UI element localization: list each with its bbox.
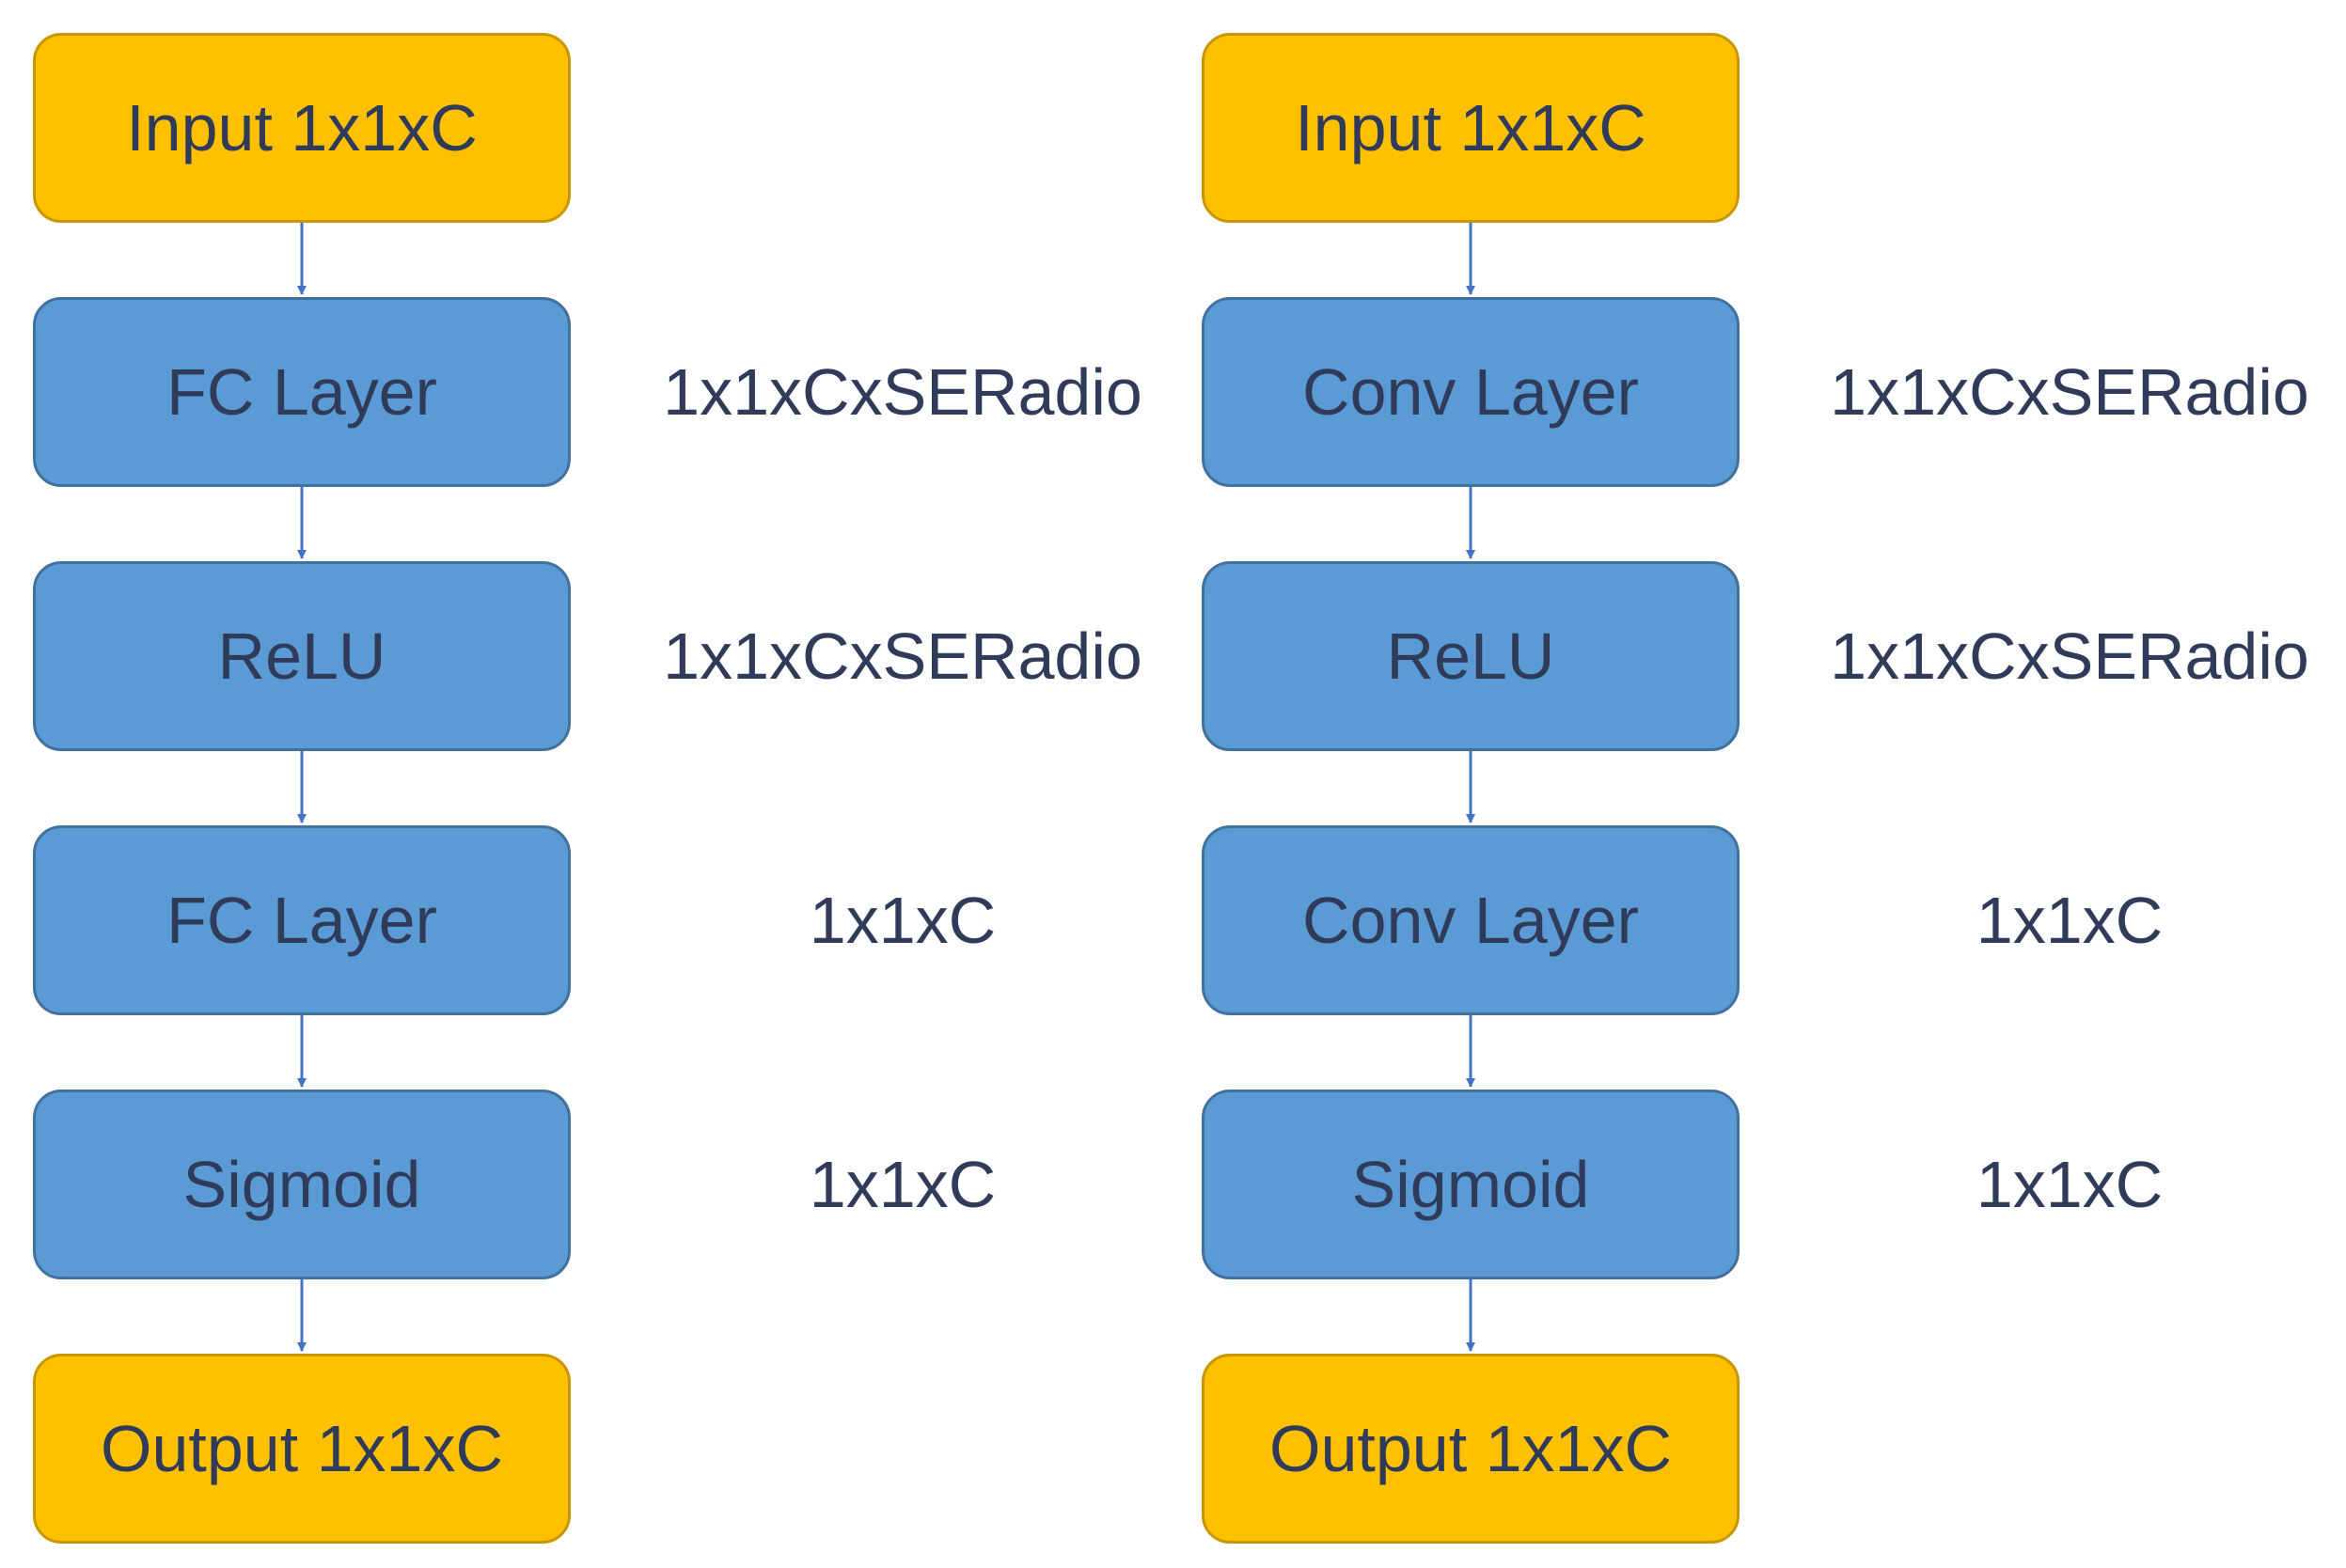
right-relu-node: ReLU — [1202, 561, 1740, 751]
left-sigmoid-node: Sigmoid — [33, 1090, 571, 1279]
right-conv-layer-1-node: Conv Layer — [1202, 297, 1740, 487]
right-dimension-label-3: 1x1xC — [1976, 884, 2164, 957]
left-fc-layer-2-node: FC Layer — [33, 825, 571, 1015]
left-dimension-label-1: 1x1xCxSERadio — [663, 355, 1142, 429]
right-dimension-label-2: 1x1xCxSERadio — [1830, 619, 2309, 693]
left-output-node: Output 1x1xC — [33, 1354, 571, 1544]
left-dimension-label-3: 1x1xC — [809, 884, 997, 957]
left-relu-node: ReLU — [33, 561, 571, 751]
right-dimension-label-1: 1x1xCxSERadio — [1830, 355, 2309, 429]
left-input-node: Input 1x1xC — [33, 33, 571, 223]
left-dimension-label-2: 1x1xCxSERadio — [663, 619, 1142, 693]
right-input-node: Input 1x1xC — [1202, 33, 1740, 223]
right-conv-layer-2-node: Conv Layer — [1202, 825, 1740, 1015]
left-fc-layer-1-node: FC Layer — [33, 297, 571, 487]
right-sigmoid-node: Sigmoid — [1202, 1090, 1740, 1279]
right-dimension-label-4: 1x1xC — [1976, 1148, 2164, 1221]
right-output-node: Output 1x1xC — [1202, 1354, 1740, 1544]
left-dimension-label-4: 1x1xC — [809, 1148, 997, 1221]
